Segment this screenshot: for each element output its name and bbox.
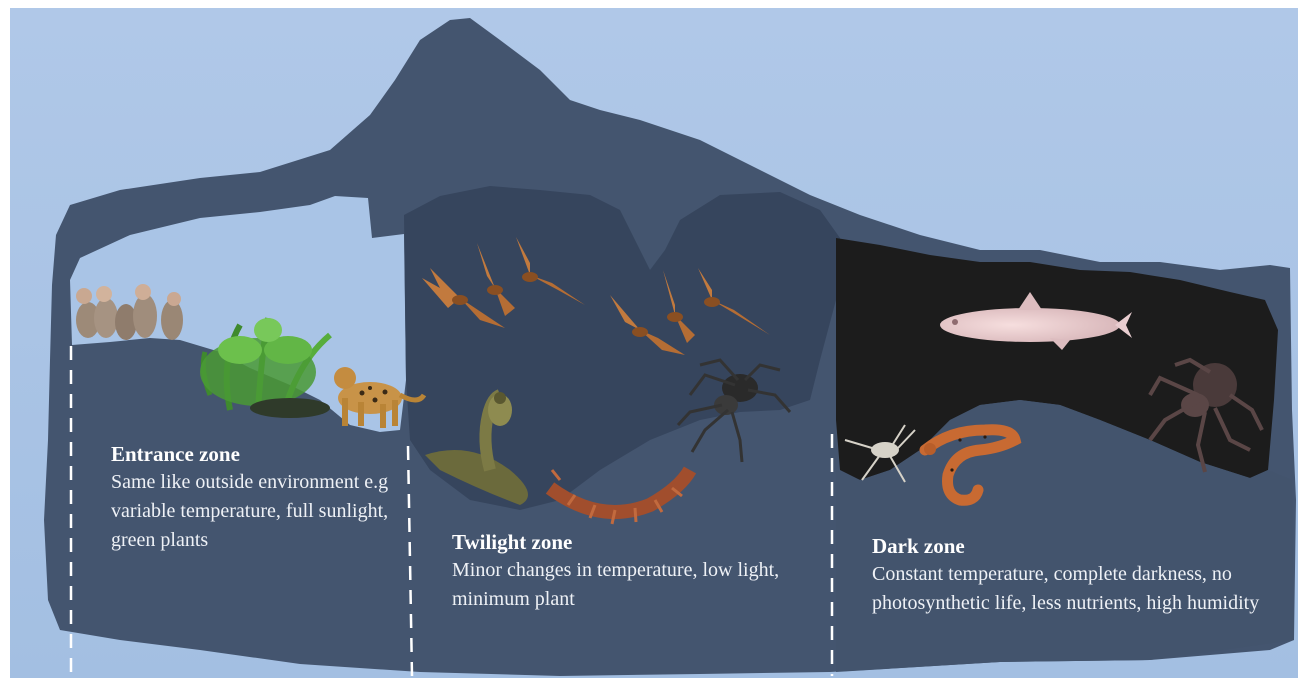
- dark-zone-title: Dark zone: [872, 532, 1272, 560]
- entrance-zone-description: Same like outside environment e.g variab…: [111, 468, 391, 555]
- entrance-zone-label: Entrance zone Same like outside environm…: [111, 440, 391, 555]
- entrance-zone-title: Entrance zone: [111, 440, 391, 468]
- twilight-zone-label: Twilight zone Minor changes in temperatu…: [452, 528, 822, 614]
- dark-zone-label: Dark zone Constant temperature, complete…: [872, 532, 1272, 618]
- twilight-zone-title: Twilight zone: [452, 528, 822, 556]
- dark-zone-description: Constant temperature, complete darkness,…: [872, 560, 1272, 618]
- twilight-zone-description: Minor changes in temperature, low light,…: [452, 556, 822, 614]
